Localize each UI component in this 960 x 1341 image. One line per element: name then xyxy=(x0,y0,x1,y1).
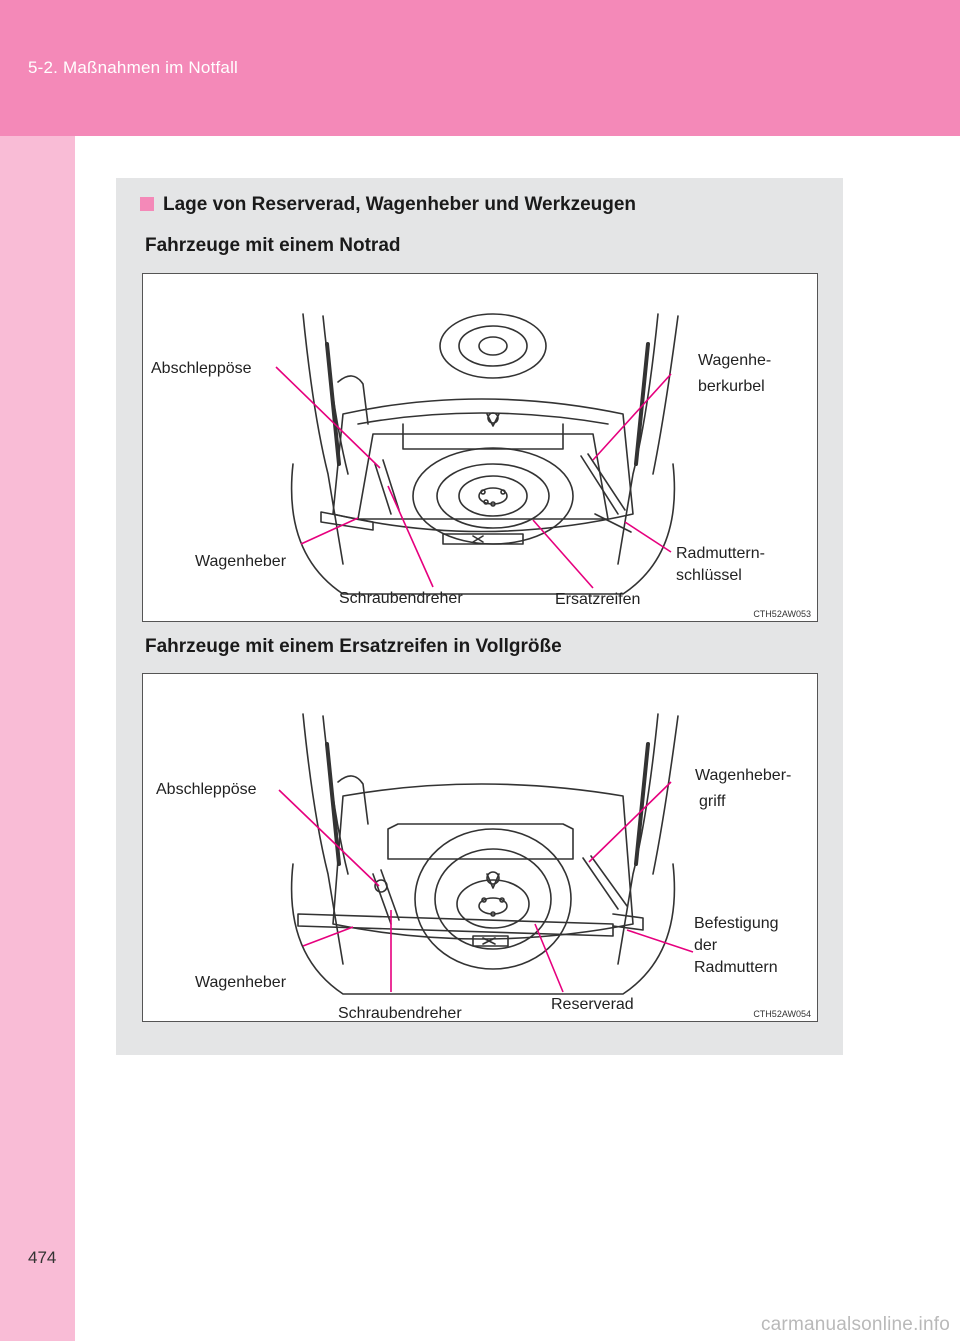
square-bullet-icon xyxy=(140,197,154,211)
figure1-subheading: Fahrzeuge mit einem Notrad xyxy=(145,235,401,256)
figure1-drawing xyxy=(275,313,679,595)
section-title: 5-2. Maßnahmen im Notfall xyxy=(28,58,239,77)
figure2-code: CTH52AW054 xyxy=(753,1009,811,1019)
section-heading: Lage von Reserverad, Wagenheber und Werk… xyxy=(140,194,636,216)
label-abschleppoese: Abschleppöse xyxy=(156,781,257,798)
label-schraubendreher: Schraubendreher xyxy=(339,590,463,607)
label-abschleppoese: Abschleppöse xyxy=(151,360,252,377)
label-griff-1: Wagenheber- xyxy=(695,767,792,784)
label-schluessel-1: Radmuttern- xyxy=(676,545,765,562)
label-wagenheber: Wagenheber xyxy=(195,974,287,991)
label-schluessel-2: schlüssel xyxy=(676,567,742,584)
sidebar-band xyxy=(0,136,75,1341)
page-number: 474 xyxy=(28,1248,57,1267)
label-befestigung-2: der xyxy=(694,937,718,954)
label-befestigung-1: Befestigung xyxy=(694,915,779,932)
section-heading-text: Lage von Reserverad, Wagenheber und Werk… xyxy=(163,194,637,215)
figure1-code: CTH52AW053 xyxy=(753,609,811,619)
label-kurbel-2: berkurbel xyxy=(698,378,765,395)
watermark: carmanualsonline.info xyxy=(760,1314,950,1335)
figure2-subheading: Fahrzeuge mit einem Ersatzreifen in Voll… xyxy=(145,636,562,657)
figure2-drawing xyxy=(278,713,694,995)
figure1-trunk-illustration: Abschleppöse Wagenhe- berkurbel Wagenheb… xyxy=(142,273,818,622)
label-ersatzreifen: Ersatzreifen xyxy=(555,591,641,608)
figure2-trunk-illustration: Abschleppöse Wagenheber- griff Wagenhebe… xyxy=(142,673,818,1022)
label-schraubendreher: Schraubendreher xyxy=(338,1005,462,1022)
label-reserverad: Reserverad xyxy=(551,996,634,1013)
label-wagenheber: Wagenheber xyxy=(195,553,287,570)
label-befestigung-3: Radmuttern xyxy=(694,959,778,976)
label-kurbel-1: Wagenhe- xyxy=(698,352,772,369)
header-band xyxy=(0,0,960,136)
label-griff-2: griff xyxy=(699,793,726,810)
